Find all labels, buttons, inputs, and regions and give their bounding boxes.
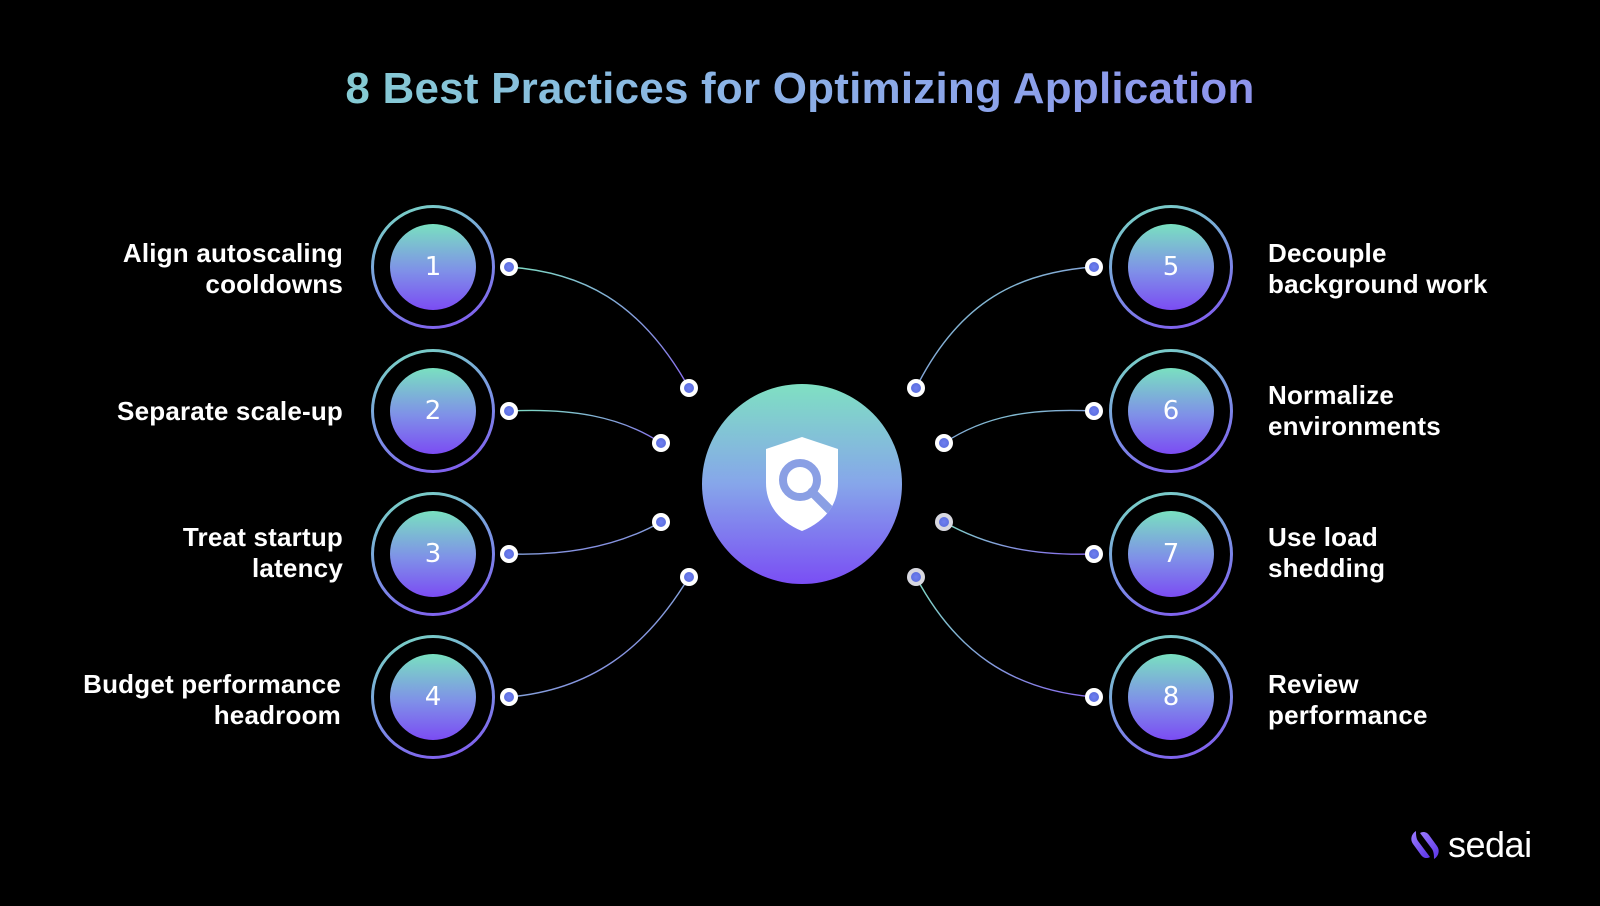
practice-node-5: 5 [1109,205,1233,329]
practice-label-8-line-1: Review [1268,669,1359,699]
connector-dots [500,258,1103,706]
practice-label-6-line-2: environments [1268,411,1441,441]
practice-number-6: 6 [1128,368,1214,454]
page-title: 8 Best Practices for Optimizing Applicat… [0,64,1600,114]
dot-6-inner [935,434,953,452]
practice-label-7-line-1: Use load [1268,522,1378,552]
practice-label-5: Decouple background work [1268,238,1488,300]
practice-label-2: Separate scale-up [117,396,343,427]
dot-8-outer [1085,688,1103,706]
dot-2-outer [500,402,518,420]
practice-number-2: 2 [390,368,476,454]
connector-7 [943,521,1095,555]
practice-node-3: 3 [371,492,495,616]
practice-node-4: 4 [371,635,495,759]
connector-1 [508,266,690,389]
practice-number-4: 4 [390,654,476,740]
dot-7-inner [935,513,953,531]
brand-name: sedai [1448,824,1532,865]
dot-6-outer [1085,402,1103,420]
connector-2 [508,409,662,444]
practice-number-1: 1 [390,224,476,310]
brand-logo: sedai [1408,824,1532,866]
practice-number-8: 8 [1128,654,1214,740]
shield-search-icon [766,437,838,531]
practice-label-7: Use load shedding [1268,522,1385,584]
central-hub [702,384,902,584]
dot-7-outer [1085,545,1103,563]
practice-label-1-line-1: Align autoscaling [122,238,343,268]
practice-label-3-line-1: Treat startup [182,522,343,552]
connector-8 [915,576,1095,698]
practice-node-6: 6 [1109,349,1233,473]
practice-node-1: 1 [371,205,495,329]
practice-label-7-line-2: shedding [1268,553,1386,583]
practice-label-4: Budget performance headroom [83,669,341,731]
practice-number-3: 3 [390,511,476,597]
dot-3-inner [652,513,670,531]
dot-1-inner [680,379,698,397]
practice-label-5-line-1: Decouple [1268,238,1387,268]
practice-label-6-line-1: Normalize [1268,380,1395,410]
connector-5 [915,266,1095,389]
practice-label-8-line-2: performance [1268,700,1428,730]
practice-label-8: Review performance [1268,669,1428,731]
dot-5-inner [907,379,925,397]
connector-6 [943,409,1095,444]
practice-label-4-line-1: Budget performance [83,669,341,699]
practice-node-7: 7 [1109,492,1233,616]
dot-4-inner [680,568,698,586]
dot-8-inner [907,568,925,586]
practice-label-1: Align autoscaling cooldowns [123,238,343,300]
connector-3 [508,521,662,555]
dot-3-outer [500,545,518,563]
dot-4-outer [500,688,518,706]
practice-number-7: 7 [1128,511,1214,597]
practice-label-4-line-2: headroom [213,700,341,730]
practice-node-8: 8 [1109,635,1233,759]
dot-2-inner [652,434,670,452]
practice-label-1-line-2: cooldowns [205,269,343,299]
practice-label-6: Normalize environments [1268,380,1441,442]
sedai-logo-icon [1411,831,1439,859]
dot-1-outer [500,258,518,276]
practice-label-5-line-2: background work [1268,269,1488,299]
connector-4 [508,576,690,698]
practice-node-2: 2 [371,349,495,473]
practice-number-5: 5 [1128,224,1214,310]
practice-label-3: Treat startup latency [183,522,343,584]
practice-label-3-line-2: latency [251,553,343,583]
dot-5-outer [1085,258,1103,276]
practice-label-2-line-1: Separate scale-up [117,396,343,426]
